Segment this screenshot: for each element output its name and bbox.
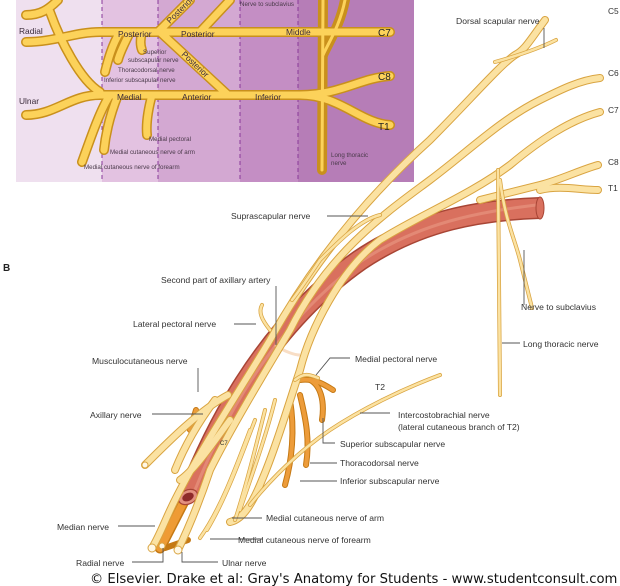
label-second-part-axillary: Second part of axillary artery <box>161 275 271 285</box>
label-long-thoracic-a2: nerve <box>331 160 347 167</box>
label-lateral-pectoral: Lateral pectoral nerve <box>133 319 216 329</box>
root-c8: C8 <box>378 72 391 83</box>
label-inferior-subscapular: Inferior subscapular nerve <box>340 476 440 486</box>
label-medial-cut-forearm-a: Medial cutaneous nerve of forearm <box>84 164 180 171</box>
label-thoracodorsal-a: Thoracodorsal nerve <box>118 67 175 74</box>
label-intercostobrachial-1: Intercostobrachial nerve <box>398 410 490 420</box>
label-inferior-trunk: Inferior <box>255 92 281 102</box>
label-radial: Radial <box>19 26 43 36</box>
label-superior-subscapular-a1: Superior <box>143 49 166 56</box>
label-superior-subscapular: Superior subscapular nerve <box>340 439 445 449</box>
root-c5: C5 <box>608 6 619 16</box>
panel-letter-b: B <box>3 263 10 274</box>
label-nerve-to-subclavius-a: Nerve to subclavius <box>240 1 294 8</box>
leader-lines <box>118 28 545 563</box>
label-median: Median nerve <box>57 522 109 532</box>
panel-b-illustration: C5 C6 C7 C8 T1 C7 T2 Dorsal scapular ner… <box>57 6 619 568</box>
label-c7-inner: C7 <box>220 441 228 447</box>
label-medial-pectoral: Medial pectoral nerve <box>355 354 437 364</box>
label-nerve-to-subclavius: Nerve to subclavius <box>521 302 596 312</box>
axillary-end <box>141 461 149 469</box>
label-intercostobrachial-2: (lateral cutaneous branch of T2) <box>398 422 520 432</box>
label-musculocutaneous: Musculocutaneous nerve <box>92 356 188 366</box>
label-suprascapular: Suprascapular nerve <box>231 211 311 221</box>
label-anterior-division: Anterior <box>182 92 212 102</box>
radial-nerve-end <box>158 542 166 550</box>
root-c7: C7 <box>608 105 619 115</box>
label-t2: T2 <box>375 382 385 392</box>
panel-a-nerves <box>21 0 395 175</box>
label-radial: Radial nerve <box>76 558 124 568</box>
median-nerve-end <box>147 543 157 553</box>
panel-b-nerves <box>141 16 604 555</box>
label-thoracodorsal: Thoracodorsal nerve <box>340 458 419 468</box>
label-medial-cut-forearm: Medial cutaneous nerve of forearm <box>238 535 371 545</box>
ulnar-nerve-end <box>173 545 183 555</box>
root-c7: C7 <box>378 28 391 39</box>
panel-a-schematic: Radial Ulnar Posterior Posterior Posteri… <box>16 0 414 182</box>
label-axillary: Axillary nerve <box>90 410 142 420</box>
label-medial-cut-arm: Medial cutaneous nerve of arm <box>266 513 384 523</box>
root-t1: T1 <box>608 183 618 193</box>
copyright-footer: © Elsevier. Drake et al: Gray's Anatomy … <box>90 572 617 586</box>
label-ulnar: Ulnar nerve <box>222 558 267 568</box>
label-posterior-division: Posterior <box>181 29 215 39</box>
label-posterior-cord: Posterior <box>118 29 152 39</box>
root-c8: C8 <box>608 157 619 167</box>
root-c6: C6 <box>608 68 619 78</box>
label-medial-pectoral-a: Medial pectoral <box>149 136 191 143</box>
label-medial-cord: Medial <box>117 92 142 102</box>
root-t1: T1 <box>378 122 390 133</box>
label-medial-cut-arm-a: Medial cutaneous nerve of arm <box>110 149 195 156</box>
label-inferior-subscapular-a: Inferior subscapular nerve <box>104 77 176 84</box>
label-dorsal-scapular: Dorsal scapular nerve <box>456 16 540 26</box>
label-ulnar: Ulnar <box>19 96 39 106</box>
label-middle-trunk: Middle <box>286 27 311 37</box>
label-long-thoracic: Long thoracic nerve <box>523 339 599 349</box>
label-long-thoracic-a1: Long thoracic <box>331 152 368 159</box>
label-superior-subscapular-a2: subscapular nerve <box>128 57 179 64</box>
